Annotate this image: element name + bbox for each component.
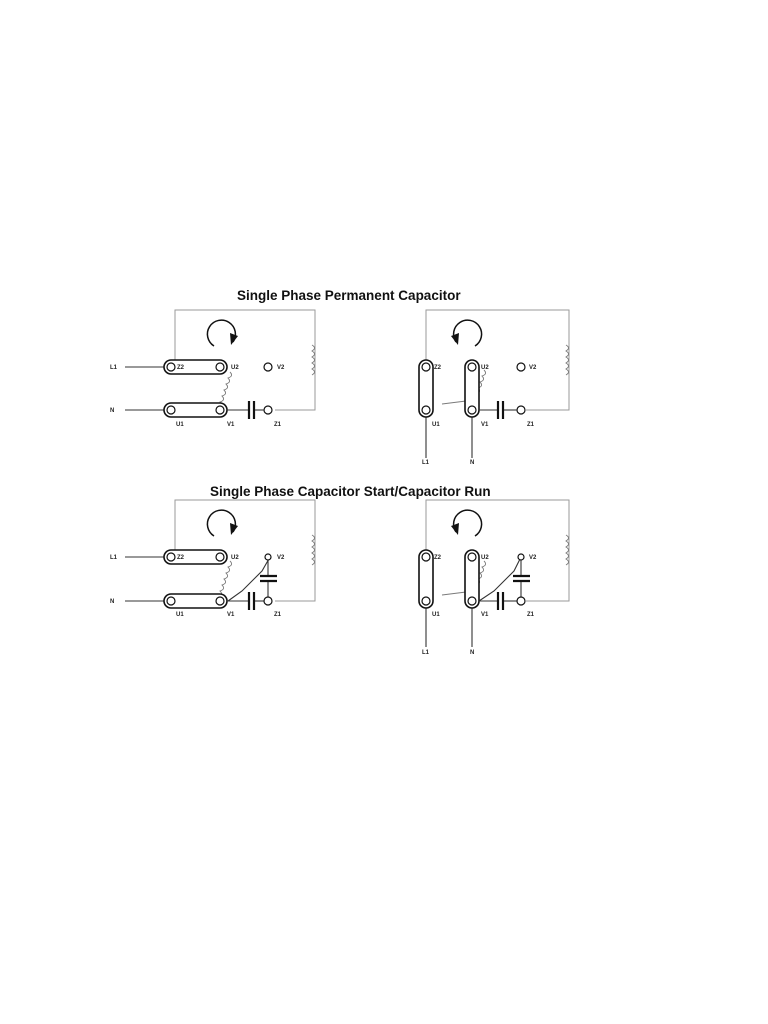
rotation-arrow-icon: [206, 319, 237, 347]
link-z2-u1: [418, 359, 434, 418]
label-l1: L1: [110, 365, 118, 371]
label-v1: V1: [227, 422, 235, 428]
start-switch-contact: [227, 556, 271, 602]
label-u2: U2: [231, 365, 239, 371]
terminal-v1: [215, 596, 225, 606]
label-v2: V2: [277, 555, 285, 561]
start-switch-contact: [478, 556, 522, 602]
terminal-z1: [516, 405, 526, 415]
label-z2: Z2: [434, 365, 442, 371]
label-z2: Z2: [177, 555, 185, 561]
terminal-z1: [516, 596, 526, 606]
rotation-arrow-icon: [206, 509, 237, 537]
label-v2: V2: [529, 555, 537, 561]
terminal-u1: [166, 596, 176, 606]
label-z2: Z2: [177, 365, 185, 371]
label-u2: U2: [231, 555, 239, 561]
terminal-z2: [166, 362, 176, 372]
label-v1: V1: [481, 422, 489, 428]
terminal-u1: [421, 405, 431, 415]
terminal-v2: [517, 553, 525, 561]
label-z1: Z1: [274, 612, 282, 618]
label-n: N: [470, 460, 474, 466]
link-z2-u1: [418, 549, 434, 609]
terminal-v2: [264, 553, 272, 561]
terminal-z2: [166, 552, 176, 562]
terminal-u1: [166, 405, 176, 415]
arrowhead-icon: [451, 523, 459, 535]
winding-coil: [565, 344, 569, 376]
link-z2-u2: [163, 549, 228, 565]
terminal-v1: [467, 596, 477, 606]
diagram-start-run-counterclockwise: Z2 U2 V2 U1 V1 Z1 L1 N: [418, 499, 570, 656]
link-u2-v1: [464, 549, 480, 609]
terminal-z1: [263, 405, 273, 415]
terminal-u2: [215, 362, 225, 372]
label-l1: L1: [422, 650, 430, 656]
title-capacitor-start-run: Single Phase Capacitor Start/Capacitor R…: [210, 484, 491, 499]
label-u2: U2: [481, 555, 489, 561]
label-v2: V2: [529, 365, 537, 371]
label-u1: U1: [432, 422, 440, 428]
label-z1: Z1: [527, 612, 535, 618]
label-v1: V1: [481, 612, 489, 618]
diagram-permanent-clockwise: L1 N Z2 U2 V2 U1 V1 Z1: [110, 309, 316, 428]
terminal-u2: [467, 552, 477, 562]
arrowhead-icon: [451, 333, 459, 345]
diagram-start-run-clockwise: L1 N Z2 U2 V2 U1 V1 Z1: [110, 499, 316, 618]
arrowhead-icon: [230, 333, 238, 345]
rotation-arrow-icon: [452, 319, 483, 347]
arrowhead-icon: [230, 523, 238, 535]
winding-coil: [311, 534, 315, 566]
winding-coil: [311, 344, 315, 376]
label-n: N: [110, 599, 114, 605]
label-z1: Z1: [274, 422, 282, 428]
terminal-z2: [421, 362, 431, 372]
label-l1: L1: [110, 555, 118, 561]
label-n: N: [470, 650, 474, 656]
label-u2: U2: [481, 365, 489, 371]
label-v2: V2: [277, 365, 285, 371]
internal-winding-lead: [187, 560, 233, 598]
terminal-z2: [421, 552, 431, 562]
terminal-u1: [421, 596, 431, 606]
title-permanent-capacitor: Single Phase Permanent Capacitor: [237, 288, 461, 303]
terminal-u2: [215, 552, 225, 562]
terminal-box-outline: [174, 499, 316, 602]
terminal-v2: [516, 362, 526, 372]
terminal-v1: [467, 405, 477, 415]
label-u1: U1: [176, 612, 184, 618]
terminal-box-outline: [174, 309, 316, 411]
terminal-box-outline: [425, 309, 570, 411]
terminal-z1: [263, 596, 273, 606]
label-n: N: [110, 408, 114, 414]
winding-coil: [565, 534, 569, 566]
terminal-box-outline: [425, 499, 570, 602]
label-z1: Z1: [527, 422, 535, 428]
label-z2: Z2: [434, 555, 442, 561]
terminal-v1: [215, 405, 225, 415]
label-v1: V1: [227, 612, 235, 618]
rotation-arrow-icon: [452, 509, 483, 537]
terminal-v2: [263, 362, 273, 372]
label-u1: U1: [432, 612, 440, 618]
label-u1: U1: [176, 422, 184, 428]
diagram-permanent-counterclockwise: Z2 U2 V2 U1 V1 Z1 L1 N: [418, 309, 570, 466]
link-u2-v1: [464, 359, 480, 418]
label-l1: L1: [422, 460, 430, 466]
link-z2-u2: [163, 359, 228, 375]
terminal-u2: [467, 362, 477, 372]
